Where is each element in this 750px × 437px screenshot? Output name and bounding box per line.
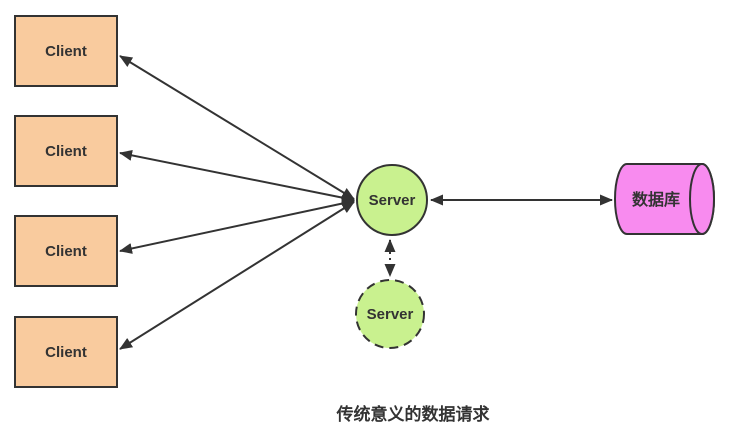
database-cylinder-cap	[689, 163, 715, 235]
client-nodes: Client Client Client Client	[14, 15, 118, 388]
diagram-caption: 传统意义的数据请求	[336, 404, 490, 424]
edge-client1-server	[119, 55, 355, 200]
client-box-1	[14, 15, 118, 87]
secondary-server-circle	[355, 279, 425, 349]
client-box-3	[14, 215, 118, 287]
secondary-server-label: Server	[367, 306, 414, 323]
database-cylinder: 数据库	[614, 163, 715, 235]
client-label-4: Client	[45, 344, 87, 361]
server-circle	[356, 164, 428, 236]
database-label: 数据库	[632, 190, 680, 209]
client-label-1: Client	[45, 43, 87, 60]
edges-group	[119, 55, 613, 350]
server-label: Server	[369, 192, 416, 209]
edge-client3-server	[119, 198, 355, 254]
client-label-2: Client	[45, 143, 87, 160]
client-box-2	[14, 115, 118, 187]
client-label-3: Client	[45, 243, 87, 260]
client-box-4	[14, 316, 118, 388]
edge-client2-server	[119, 149, 355, 204]
edge-client4-server	[119, 201, 355, 350]
